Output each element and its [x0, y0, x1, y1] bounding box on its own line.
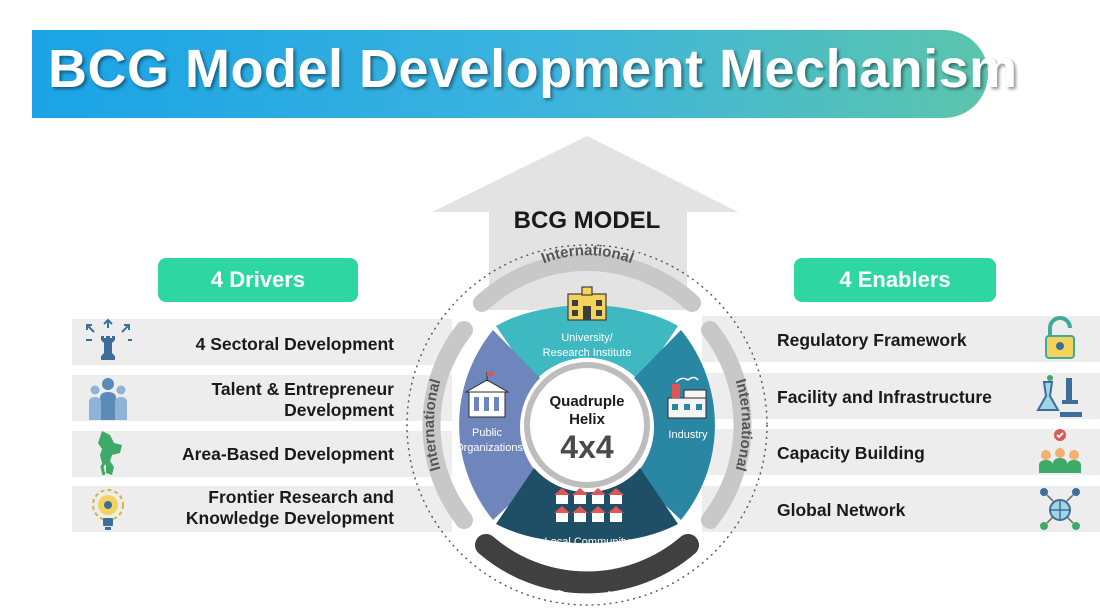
enabler-row: [702, 316, 1100, 362]
chess-rook-arrows-icon: [86, 318, 132, 360]
arc-left-label: International: [421, 377, 445, 473]
enabler-label: Regulatory Framework: [777, 330, 967, 350]
driver-row: [72, 375, 452, 421]
helix-center: [524, 362, 650, 488]
enabler-row: [702, 373, 1100, 419]
arc-left: [422, 321, 473, 529]
drivers-heading: 4 Drivers: [158, 258, 358, 302]
university-building-icon: [567, 286, 607, 321]
arc-bottom-label: Domestic: [554, 587, 623, 608]
enabler-row: [702, 486, 1100, 532]
title-banner: [32, 30, 988, 118]
helix-center-4x4: 4x4: [560, 429, 614, 465]
enabler-row: [702, 429, 1100, 475]
padlock-icon: [1045, 316, 1075, 359]
helix-center-line2: Helix: [569, 411, 606, 428]
university-label-line2: Research Institute: [543, 347, 632, 359]
page-title: BCG Model Development Mechanism: [48, 39, 1018, 99]
industry-factory-icon: [667, 376, 707, 419]
people-group-icon: [89, 378, 127, 420]
helix-center-line1: Quadruple: [549, 393, 624, 410]
enabler-label: Capacity Building: [777, 443, 925, 463]
quadrant-community: [496, 468, 678, 544]
bcg-model-label: BCG MODEL: [514, 207, 661, 234]
thailand-map-icon: [98, 431, 122, 476]
quadrant-university: [496, 305, 678, 382]
driver-row: [72, 486, 452, 532]
community-label: Local Community: [545, 536, 630, 548]
driver-row: [72, 319, 452, 365]
lightbulb-gear-icon: [92, 489, 124, 530]
public-label-line1: Public: [472, 427, 502, 439]
lab-equipment-icon: [1036, 375, 1082, 417]
enablers-heading: 4 Enablers: [794, 258, 996, 302]
industry-label: Industry: [668, 429, 708, 441]
public-office-building-icon: [464, 372, 510, 418]
driver-label: 4 Sectoral Development: [195, 334, 394, 354]
university-label-line1: University/: [561, 332, 613, 344]
arc-bottom: [475, 534, 699, 594]
quadrant-public: [459, 330, 540, 520]
driver-row: [72, 431, 452, 477]
enabler-label: Global Network: [777, 500, 906, 520]
network-globe-icon: [1040, 488, 1080, 530]
enabler-label: Facility and Infrastructure: [777, 387, 992, 407]
local-community-houses-icon: [554, 488, 624, 522]
arc-right-label: International: [732, 377, 756, 473]
bcg-arrow: [432, 136, 738, 310]
driver-label: Area-Based Development: [181, 444, 394, 464]
outer-dotted-ring: [406, 244, 768, 606]
public-label-line2: Organizations: [455, 442, 523, 454]
team-training-icon: [1039, 429, 1081, 473]
arc-top: [473, 253, 701, 312]
arc-right: [701, 321, 752, 529]
